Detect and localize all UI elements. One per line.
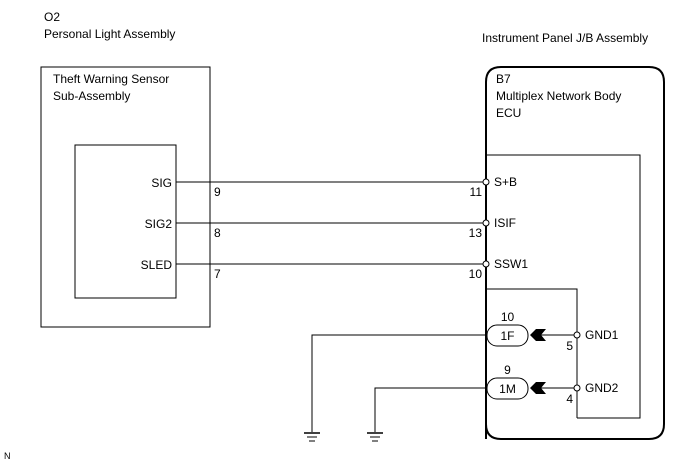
- ecu-ground-frame: [486, 288, 578, 418]
- terminal-s+b: S+B: [494, 175, 517, 189]
- terminal-gnd1: GND1: [585, 328, 619, 342]
- pin-10: 10: [469, 267, 483, 281]
- sub-component-line-1: Theft Warning Sensor: [53, 72, 169, 86]
- pin-13: 13: [469, 226, 483, 240]
- footer-mark: N: [4, 451, 11, 461]
- sensor-inner-box: [74, 144, 177, 299]
- wire-ground-1M: [374, 387, 487, 432]
- terminal-circle-isif: [482, 219, 490, 227]
- theft-warning-sensor-box: [40, 66, 211, 328]
- ground-icon: [304, 432, 320, 442]
- terminal-circle-gnd1: [573, 331, 581, 339]
- pin-5: 5: [566, 339, 573, 353]
- connector-1M-label: 1M: [499, 382, 516, 396]
- ecu-inner-frame: [486, 154, 641, 419]
- terminal-circle-ssw1: [482, 260, 490, 268]
- terminal-gnd2: GND2: [585, 381, 619, 395]
- terminal-isif: ISIF: [494, 216, 516, 230]
- terminal-circle-s+b: [482, 178, 490, 186]
- left-component-code: O2: [44, 10, 60, 24]
- connector-1F-arrow-icon: [530, 329, 546, 341]
- connector-1F-pin: 10: [501, 310, 515, 324]
- terminal-sig: SIG: [151, 176, 172, 190]
- ecu-code: B7: [496, 72, 511, 86]
- pin-11: 11: [470, 185, 483, 199]
- pin-8: 8: [214, 226, 221, 240]
- pin-9: 9: [214, 185, 221, 199]
- ground-icon: [367, 432, 383, 442]
- terminal-ssw1: SSW1: [494, 257, 528, 271]
- pin-4: 4: [566, 392, 573, 406]
- sub-component-line-2: Sub-Assembly: [53, 89, 130, 103]
- terminal-circle-gnd2: [573, 384, 581, 392]
- right-assembly-name: Instrument Panel J/B Assembly: [482, 31, 648, 45]
- ecu-name-line-1: Multiplex Network Body: [496, 89, 621, 103]
- connector-1M-pin: 9: [504, 363, 511, 377]
- ecu-name-line-2: ECU: [496, 106, 521, 120]
- wire-ground-1F: [311, 334, 487, 432]
- pin-7: 7: [214, 267, 221, 281]
- ecu-box: [485, 66, 665, 440]
- terminal-sled: SLED: [141, 258, 173, 272]
- left-component-name: Personal Light Assembly: [44, 27, 175, 41]
- connector-1M-arrow-icon: [530, 382, 546, 394]
- terminal-sig2: SIG2: [145, 217, 173, 231]
- connector-1F-label: 1F: [500, 329, 514, 343]
